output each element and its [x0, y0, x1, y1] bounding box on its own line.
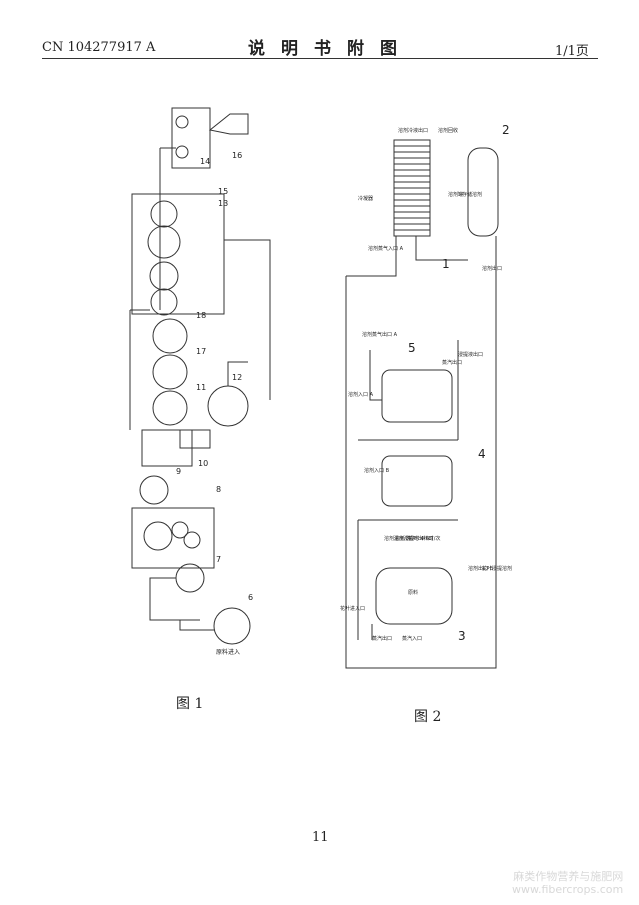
fig1-label-7: 7 [216, 555, 221, 564]
unit-15-wheel-bottom [175, 145, 189, 159]
page-info: 1/1页 [555, 44, 589, 59]
solvent-tank-2 [467, 147, 499, 237]
fig2-tank-label: 原料 [408, 589, 418, 596]
fig2-concentrate-outlet: 浸提液出口 [458, 351, 483, 358]
unit-box-15 [171, 107, 211, 169]
fig1-label-12: 12 [232, 373, 242, 382]
fig2-leaf-extract-note: 花叶浸提溶剂 [482, 565, 512, 572]
page-number: 11 [312, 830, 329, 845]
fig1-label-14: 15 [218, 187, 228, 196]
fig1-inlet-note: 原料进入 [216, 648, 240, 656]
fig2-solvent-inlet-b: 溶剂入口 B [364, 467, 390, 474]
section-title: 说明书附图 [248, 39, 413, 59]
patent-number: CN 104277917 A [42, 40, 156, 55]
fig1-label-11: 11 [196, 383, 206, 392]
fig1-label-13: 13 [218, 199, 228, 208]
figure-2-caption: 图 2 [414, 709, 442, 725]
fig1-label-17: 17 [196, 347, 206, 356]
vessel-4 [381, 455, 453, 507]
watermark-line1: 麻类作物营养与施肥网 [513, 870, 624, 883]
fig2-leaf-outlet: 花叶出料口 [408, 535, 433, 542]
fig2-solvent-outlet-top: 溶剂冷液出口 [398, 127, 428, 134]
fig1-label-6: 6 [248, 593, 253, 602]
figure-1-drawing: 14 16 15 13 18 17 11 12 10 9 8 7 6 原料进入 [129, 107, 271, 656]
figure-1-caption: 图 1 [176, 696, 204, 712]
fig2-steam-outlet: 蒸汽出口 [442, 359, 462, 366]
fig2-solvent-tank-inner: 存储溶剂 [462, 191, 482, 198]
fig2-num-3: 3 [458, 629, 466, 643]
dryer-box-13 [131, 193, 225, 315]
watermark: 麻类作物营养与施肥网 www.fibercrops.com [512, 870, 623, 896]
fig2-steam-outlet-bottom: 蒸汽出口 [372, 635, 392, 642]
tank-11 [152, 390, 188, 426]
vessel-3 [375, 567, 453, 625]
fig2-leaf-inlet: 花叶进入口 [340, 605, 365, 612]
fig2-num-2: 2 [502, 123, 510, 137]
unit-12 [207, 385, 249, 427]
fig1-label-18: 18 [196, 311, 206, 320]
tank-18 [152, 318, 188, 354]
fig2-vapor-inlet-a: 溶剂蒸气入口 A [368, 245, 404, 252]
fig1-label-9: 9 [176, 467, 181, 476]
fig2-vapor-outlet-a: 溶剂蒸气出口 A [362, 331, 398, 338]
tank-17 [152, 354, 188, 390]
fig2-solvent-inlet-a: 溶剂入口 A [348, 391, 374, 398]
fig2-num-4: 4 [478, 447, 486, 461]
watermark-line2: www.fibercrops.com [512, 883, 624, 896]
hopper-16 [208, 113, 249, 135]
vessel-5 [381, 369, 453, 423]
figure-2-drawing: 溶剂冷液出口 溶剂回收 冷凝器 溶剂罐 存储溶剂 溶剂出口 溶剂蒸气入口 A 溶… [340, 123, 512, 669]
fig2-solvent-recycle: 溶剂回收 [438, 127, 458, 134]
unit-6 [213, 607, 251, 645]
fig1-label-15: 14 [200, 157, 210, 166]
fig2-extract-note: 溶剂温度/次 [384, 535, 411, 542]
fig2-solvent-tank: 溶剂罐 [448, 191, 463, 198]
fig2-num-1: 1 [442, 257, 450, 271]
fig2-steam-inlet: 蒸汽入口 [402, 635, 422, 642]
fig2-extract-note2: 溶剂浸提时 4-6时/次 [394, 535, 440, 542]
unit-9 [139, 475, 169, 505]
fig2-solvent-outlet-right: 溶剂出口 [482, 265, 502, 272]
box-8 [131, 507, 215, 569]
fig2-solvent-outlet-b: 溶剂出口 B [468, 565, 494, 572]
fig1-label-16: 16 [232, 151, 242, 160]
fig1-label-8: 8 [216, 485, 221, 494]
unit-15-wheel-top [175, 115, 189, 129]
fig1-label-10: 10 [198, 459, 208, 468]
header-rule [42, 58, 598, 59]
fig2-num-5: 5 [408, 341, 416, 355]
fig2-condenser: 冷凝器 [358, 195, 373, 202]
